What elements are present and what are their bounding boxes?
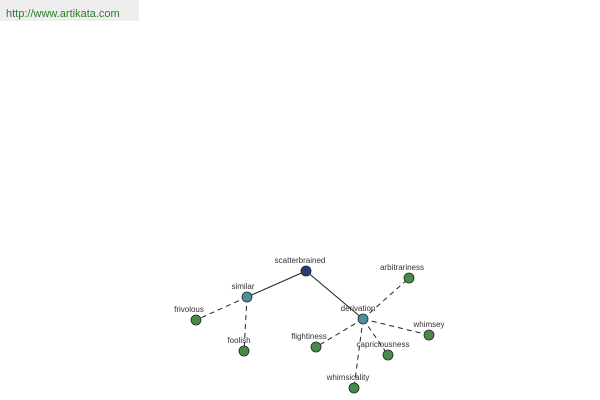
edge-derivation-capriciousness: [362, 318, 389, 356]
edge-similar-frivolous: [195, 296, 248, 321]
edge-similar-foolish: [243, 296, 248, 352]
node-label-scatterbrained[interactable]: scatterbrained: [275, 256, 326, 265]
edge-derivation-flightiness: [315, 318, 364, 348]
node-label-whimsey[interactable]: whimsey: [412, 320, 444, 329]
node-capriciousness[interactable]: [382, 349, 394, 361]
source-url-link[interactable]: http://www.artikata.com: [6, 8, 120, 20]
node-label-whimsicality[interactable]: whimsicality: [326, 373, 370, 382]
edge-scatterbrained-derivation: [305, 270, 364, 320]
node-frivolous[interactable]: [190, 314, 202, 326]
node-label-capriciousness[interactable]: capriciousness: [357, 340, 410, 349]
node-scatterbrained[interactable]: [300, 265, 312, 277]
node-derivation[interactable]: [357, 313, 369, 325]
node-label-flightiness[interactable]: flightiness: [291, 332, 327, 341]
graph-edges: [195, 270, 430, 389]
node-whimsey[interactable]: [423, 329, 435, 341]
node-label-similar[interactable]: similar: [231, 282, 254, 291]
node-arbitrariness[interactable]: [403, 272, 415, 284]
graph-nodes: [190, 265, 435, 394]
node-label-frivolous[interactable]: frivolous: [174, 305, 204, 314]
edge-derivation-whimsicality: [353, 318, 364, 389]
graph-labels: scatterbrained similar derivation frivolous…: [174, 256, 444, 382]
node-label-derivation[interactable]: derivation: [341, 304, 376, 313]
source-url-bar: http://www.artikata.com: [0, 0, 139, 21]
node-whimsicality[interactable]: [348, 382, 360, 394]
node-label-foolish[interactable]: foolish: [227, 336, 250, 345]
node-similar[interactable]: [241, 291, 253, 303]
node-label-arbitrariness[interactable]: arbitrariness: [380, 263, 424, 272]
edge-derivation-whimsey: [362, 318, 430, 336]
edge-scatterbrained-similar: [246, 270, 307, 298]
node-foolish[interactable]: [238, 345, 250, 357]
edge-derivation-arbitrariness: [362, 277, 410, 320]
node-flightiness[interactable]: [310, 341, 322, 353]
